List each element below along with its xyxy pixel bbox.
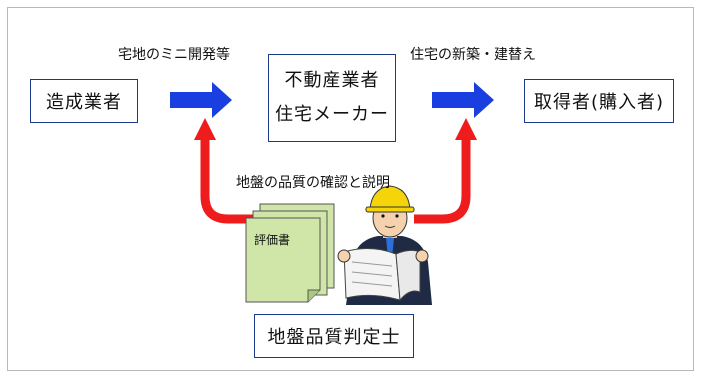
red-arrowhead-to-builder — [194, 118, 216, 140]
label-developer-to-builder: 宅地のミニ開発等 — [118, 47, 230, 63]
builder-label-line2: 住宅メーカー — [275, 104, 389, 125]
worker-figure — [337, 185, 432, 305]
blue-arrow-developer-to-builder — [170, 82, 232, 118]
developer-label: 造成業者 — [46, 92, 122, 113]
evaluation-report-stack: 評価書 — [245, 203, 335, 303]
developer-box: 造成業者 — [30, 79, 138, 123]
label-appraiser-role: 地盤の品質の確認と説明 — [236, 175, 390, 191]
red-arrowhead-to-buyer — [455, 118, 477, 140]
builder-box: 不動産業者 住宅メーカー — [268, 54, 396, 142]
blue-arrow-builder-to-buyer — [432, 82, 494, 118]
red-arrow-to-buyer — [414, 138, 471, 224]
builder-label-line1: 不動産業者 — [284, 70, 380, 91]
appraiser-box: 地盤品質判定士 — [254, 314, 414, 358]
buyer-label: 取得者(購入者) — [533, 92, 665, 113]
appraiser-label: 地盤品質判定士 — [267, 327, 401, 348]
evaluation-report-label: 評価書 — [254, 232, 290, 247]
buyer-box: 取得者(購入者) — [524, 79, 674, 123]
label-builder-to-buyer: 住宅の新築・建替え — [410, 47, 536, 63]
red-arrow-to-builder — [200, 138, 262, 224]
diagram-frame — [7, 7, 694, 371]
